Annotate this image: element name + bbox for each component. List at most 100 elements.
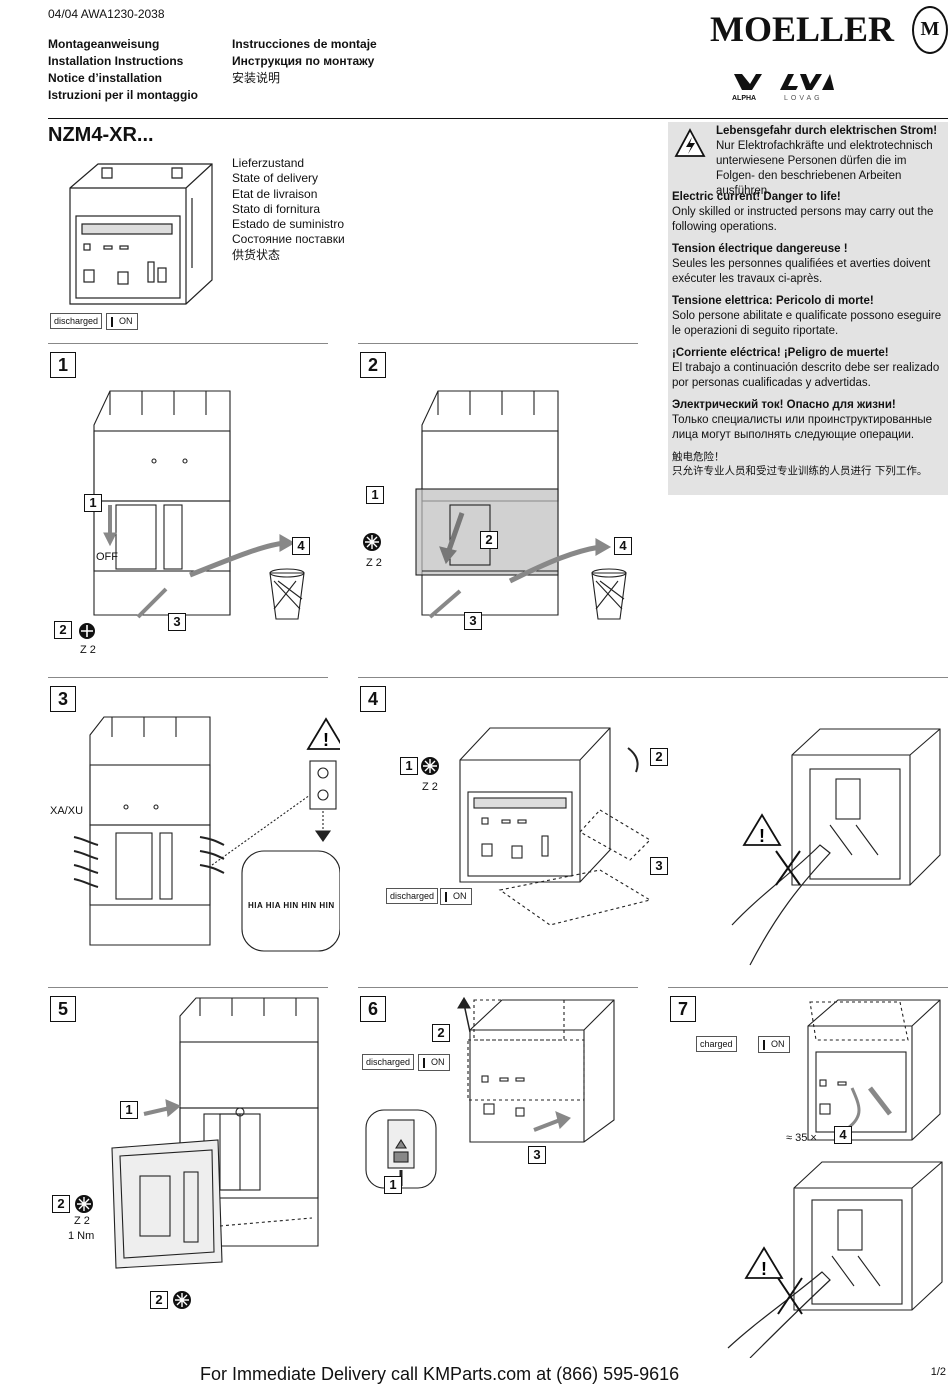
step-6-sub-1: 1 (384, 1176, 402, 1194)
step-7-charged-indicator: charged (696, 1036, 737, 1052)
section-1-rule (48, 343, 328, 344)
step-6-on-label: ON (431, 1057, 445, 1067)
screwdriver-pozi-icon (75, 1195, 93, 1213)
step-7-number: 7 (670, 996, 696, 1022)
step-5-sub-2a: 2 (52, 1195, 70, 1213)
step-6-sub-3: 3 (528, 1146, 546, 1164)
step-2-sub-1: 1 (366, 486, 384, 504)
step-6-number: 6 (360, 996, 386, 1022)
step-4-z2-label: Z 2 (422, 781, 438, 793)
delivery-en: State of delivery (232, 171, 319, 186)
step-1-sub-1: 1 (84, 494, 102, 512)
delivery-ru: Состояние поставки (232, 232, 345, 247)
lovag-logo-icon (780, 74, 834, 90)
step-1-off-label: OFF (96, 551, 118, 563)
warning-es-text: El trabajo a continuación descrito debe … (672, 362, 940, 389)
step-5-torque-label: 1 Nm (68, 1230, 95, 1242)
warning-it-text: Solo persone abilitate e qualificate pos… (672, 310, 942, 337)
title-fr: Notice d’installation (48, 71, 163, 85)
footer-contact: For Immediate Delivery call KMParts.com … (200, 1364, 680, 1384)
electric-hazard-icon (674, 128, 706, 157)
warning-triangle-icon: ! (306, 717, 340, 750)
screwdriver-pozi-icon (79, 623, 95, 639)
title-ru: Инструкция по монтажу (232, 54, 375, 68)
step-1-sub-4: 4 (292, 537, 310, 555)
lovag-logo-text: LOVAG (784, 95, 823, 102)
on-indicator: ON (106, 313, 138, 330)
discharged-indicator: discharged (50, 313, 103, 329)
page-number: 1/2 (930, 1366, 946, 1378)
step-7-on-indicator: ON (758, 1036, 790, 1053)
warning-es: ¡Corriente eléctrica! ¡Peligro de muerte… (672, 346, 944, 391)
svg-text:!: ! (759, 826, 765, 846)
step-2-z2-label: Z 2 (366, 557, 382, 569)
warning-cn-text: 只允许专业人员和受过专业训练的人员进行 下列工作。 (672, 465, 928, 477)
title-es: Instrucciones de montaje (232, 37, 377, 51)
section-5-rule (48, 987, 328, 988)
step-2-sub-4: 4 (614, 537, 632, 555)
product-title: NZM4-XR... (48, 124, 154, 146)
section-4-rule (358, 677, 948, 678)
step-4-sub-3: 3 (650, 857, 668, 875)
section-2-rule (358, 343, 638, 344)
delivery-state-list: Lieferzustand State of delivery Etat de … (232, 156, 345, 263)
step-4-sub-1: 1 (400, 757, 418, 775)
section-3-rule (48, 677, 328, 678)
warning-ru: Электрический ток! Опасно для жизни! Тол… (672, 398, 944, 443)
delivery-es: Estado de suministro (232, 217, 345, 232)
delivery-it: Stato di fornitura (232, 201, 321, 216)
step-7-approx-label: ≈ 35 × (786, 1132, 817, 1144)
step-7-on-label: ON (771, 1039, 785, 1049)
warning-en: Electric current! Danger to life! Only s… (672, 190, 944, 235)
header-divider (48, 118, 948, 119)
warning-ru-text: Только специалисты или проинструктирован… (672, 414, 933, 441)
warning-fr: Tension électrique dangereuse ! Seules l… (672, 242, 944, 287)
warning-fr-text: Seules les personnes qualifiées et avert… (672, 258, 931, 285)
step-2-number: 2 (360, 352, 386, 378)
alpha-logo-icon (734, 74, 762, 90)
section-7-rule (668, 987, 948, 988)
step-7-internal-view: ! (727, 1161, 943, 1358)
moeller-seal-icon: M (912, 6, 948, 54)
step-6-illustration (365, 996, 615, 1189)
step-1-sub-2: 2 (54, 621, 72, 639)
moeller-logo: MOELLER (709, 9, 894, 49)
step-6-sub-2: 2 (432, 1024, 450, 1042)
delivery-de: Lieferzustand (232, 156, 305, 170)
title-column-2: Instrucciones de montaje Инструкция по м… (232, 36, 377, 87)
warning-ru-heading: Электрический ток! Опасно для жизни! (672, 399, 896, 411)
step-1-illustration (93, 390, 305, 620)
warning-de-heading: Lebensgefahr durch elektrischen Strom! (716, 125, 938, 137)
step-4-sub-2: 2 (650, 748, 668, 766)
screwdriver-pozi-icon (421, 757, 439, 775)
step-3-illustration: ! (73, 716, 340, 952)
step-4-on-label: ON (453, 891, 467, 901)
breaker-delivery-illustration (69, 163, 213, 305)
step-4-number: 4 (360, 686, 386, 712)
svg-text:!: ! (761, 1259, 767, 1279)
document-number: 04/04 AWA1230-2038 (48, 7, 165, 21)
step-3-contact-labels: HIA HIA HIN HIN HIN (248, 901, 335, 910)
on-label: ON (119, 316, 133, 326)
title-column-1: Montageanweisung Installation Instructio… (48, 36, 198, 104)
alpha-logo-text: ALPHA (732, 95, 757, 102)
step-1-sub-3: 3 (168, 613, 186, 631)
step-3-number: 3 (50, 686, 76, 712)
step-1-z2-label: Z 2 (80, 644, 96, 656)
warning-de-text: Nur Elektrofachkräfte und elektrotechnis… (716, 140, 933, 197)
warning-it: Tensione elettrica: Pericolo di morte! S… (672, 294, 944, 339)
step-1-number: 1 (50, 352, 76, 378)
step-2-illustration (415, 390, 627, 620)
step-6-discharged-indicator: discharged (362, 1054, 415, 1070)
warning-de: Lebensgefahr durch elektrischen Strom! N… (716, 124, 944, 199)
warning-triangle-icon: ! (744, 1246, 784, 1279)
step-7-sub-4: 4 (834, 1126, 852, 1144)
warning-en-heading: Electric current! Danger to life! (672, 191, 841, 203)
step-5-z2-label: Z 2 (74, 1215, 90, 1227)
title-en: Installation Instructions (48, 54, 184, 68)
warning-fr-heading: Tension électrique dangereuse ! (672, 243, 848, 255)
screwdriver-pozi-icon (173, 1291, 191, 1309)
screwdriver-pozi-icon (363, 533, 381, 551)
warning-cn: 触电危险！ 只允许专业人员和受过专业训练的人员进行 下列工作。 (672, 450, 944, 478)
warning-es-heading: ¡Corriente eléctrica! ¡Peligro de muerte… (672, 347, 889, 359)
